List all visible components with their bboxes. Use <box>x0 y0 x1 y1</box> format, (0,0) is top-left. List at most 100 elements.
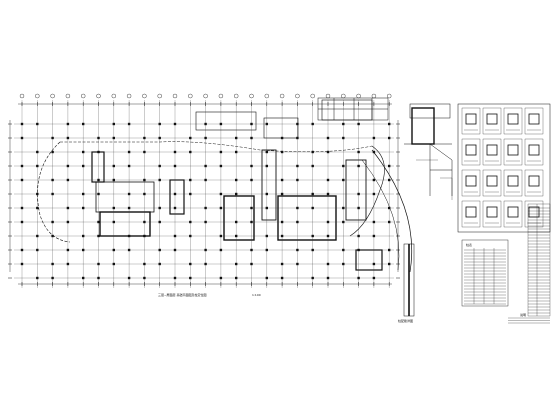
column-mark <box>219 234 223 238</box>
column-mark <box>372 192 376 196</box>
detail-cell <box>482 107 502 135</box>
column-mark <box>143 262 146 266</box>
small-detail-top <box>317 97 389 121</box>
column-mark <box>235 178 238 182</box>
column-mark <box>342 206 345 210</box>
column-section <box>465 206 477 218</box>
column-mark <box>388 136 391 140</box>
table-title: 柱表 <box>466 242 472 247</box>
grid-bubble <box>142 93 147 99</box>
column-mark <box>127 192 131 196</box>
column-mark <box>173 206 177 210</box>
grid-bubble <box>387 93 392 99</box>
column-mark <box>143 276 146 280</box>
detail-cell <box>503 169 523 197</box>
grid-bubble <box>356 93 361 99</box>
column-mark <box>36 122 39 126</box>
column-mark <box>82 164 85 168</box>
column-mark <box>36 206 39 210</box>
column-mark <box>357 248 360 252</box>
grid-bubble <box>111 93 117 99</box>
column-mark <box>158 164 161 168</box>
column-mark <box>36 192 39 196</box>
column-mark <box>296 164 299 168</box>
column-mark <box>342 220 345 224</box>
column-mark <box>204 178 207 182</box>
plan-title: 三层~屋面层 基础平面图及柱定位图 <box>158 292 206 297</box>
detail-cell <box>482 200 502 228</box>
notes-block: 柱表 <box>461 239 509 307</box>
column-mark <box>357 206 360 210</box>
rebar-elevation: 柱配筋详图 <box>398 243 415 323</box>
column-mark <box>326 150 330 154</box>
column-mark <box>66 122 70 126</box>
column-mark <box>342 262 345 266</box>
column-mark <box>189 220 192 224</box>
column-mark <box>265 192 268 196</box>
column-mark <box>143 150 146 154</box>
grid-bubble <box>126 93 132 99</box>
column-mark <box>280 192 284 196</box>
column-mark <box>265 248 268 252</box>
column-mark <box>311 234 314 238</box>
column-mark <box>143 234 146 238</box>
column-mark <box>342 136 345 140</box>
column-mark <box>219 276 223 280</box>
column-detail-grid <box>457 103 551 233</box>
column-mark <box>20 206 24 210</box>
column-mark <box>372 220 376 224</box>
column-mark <box>357 276 360 280</box>
main-floor-plan <box>8 93 413 288</box>
column-mark <box>235 262 238 266</box>
column-mark <box>265 150 268 154</box>
column-mark <box>342 122 345 126</box>
column-mark <box>173 234 177 238</box>
column-mark <box>250 206 253 210</box>
column-section <box>486 113 498 125</box>
column-mark <box>127 122 131 126</box>
grid-bubble <box>50 93 55 99</box>
column-section <box>528 206 540 218</box>
column-mark <box>357 192 360 196</box>
grid-bubble <box>96 93 101 99</box>
column-mark <box>112 122 115 126</box>
right-schedule-table <box>527 203 551 317</box>
column-mark <box>173 164 177 168</box>
column-section <box>507 206 519 218</box>
grid-bubble <box>218 93 224 99</box>
column-mark <box>143 220 146 224</box>
column-section <box>528 113 540 125</box>
column-mark <box>97 150 100 154</box>
column-mark <box>296 206 299 210</box>
column-mark <box>204 206 207 210</box>
column-mark <box>311 150 314 154</box>
column-mark <box>250 164 253 168</box>
column-mark <box>82 276 85 280</box>
column-mark <box>112 178 115 182</box>
column-mark <box>280 234 284 238</box>
column-mark <box>326 220 330 224</box>
column-mark <box>204 262 207 266</box>
column-mark <box>189 136 192 140</box>
column-mark <box>219 192 223 196</box>
column-section <box>486 206 498 218</box>
column-mark <box>357 150 360 154</box>
column-mark <box>235 192 238 196</box>
column-mark <box>189 178 192 182</box>
column-mark <box>189 262 192 266</box>
column-section <box>486 175 498 187</box>
column-mark <box>20 248 24 252</box>
column-mark <box>127 234 131 238</box>
column-mark <box>342 164 345 168</box>
grid-bubble <box>279 93 285 99</box>
column-mark <box>51 276 54 280</box>
column-mark <box>219 164 223 168</box>
column-mark <box>342 248 345 252</box>
column-mark <box>36 164 39 168</box>
column-mark <box>311 192 314 196</box>
column-mark <box>36 248 39 252</box>
column-mark <box>127 150 131 154</box>
column-mark <box>219 248 223 252</box>
section-label: 柱配筋详图 <box>398 318 413 323</box>
